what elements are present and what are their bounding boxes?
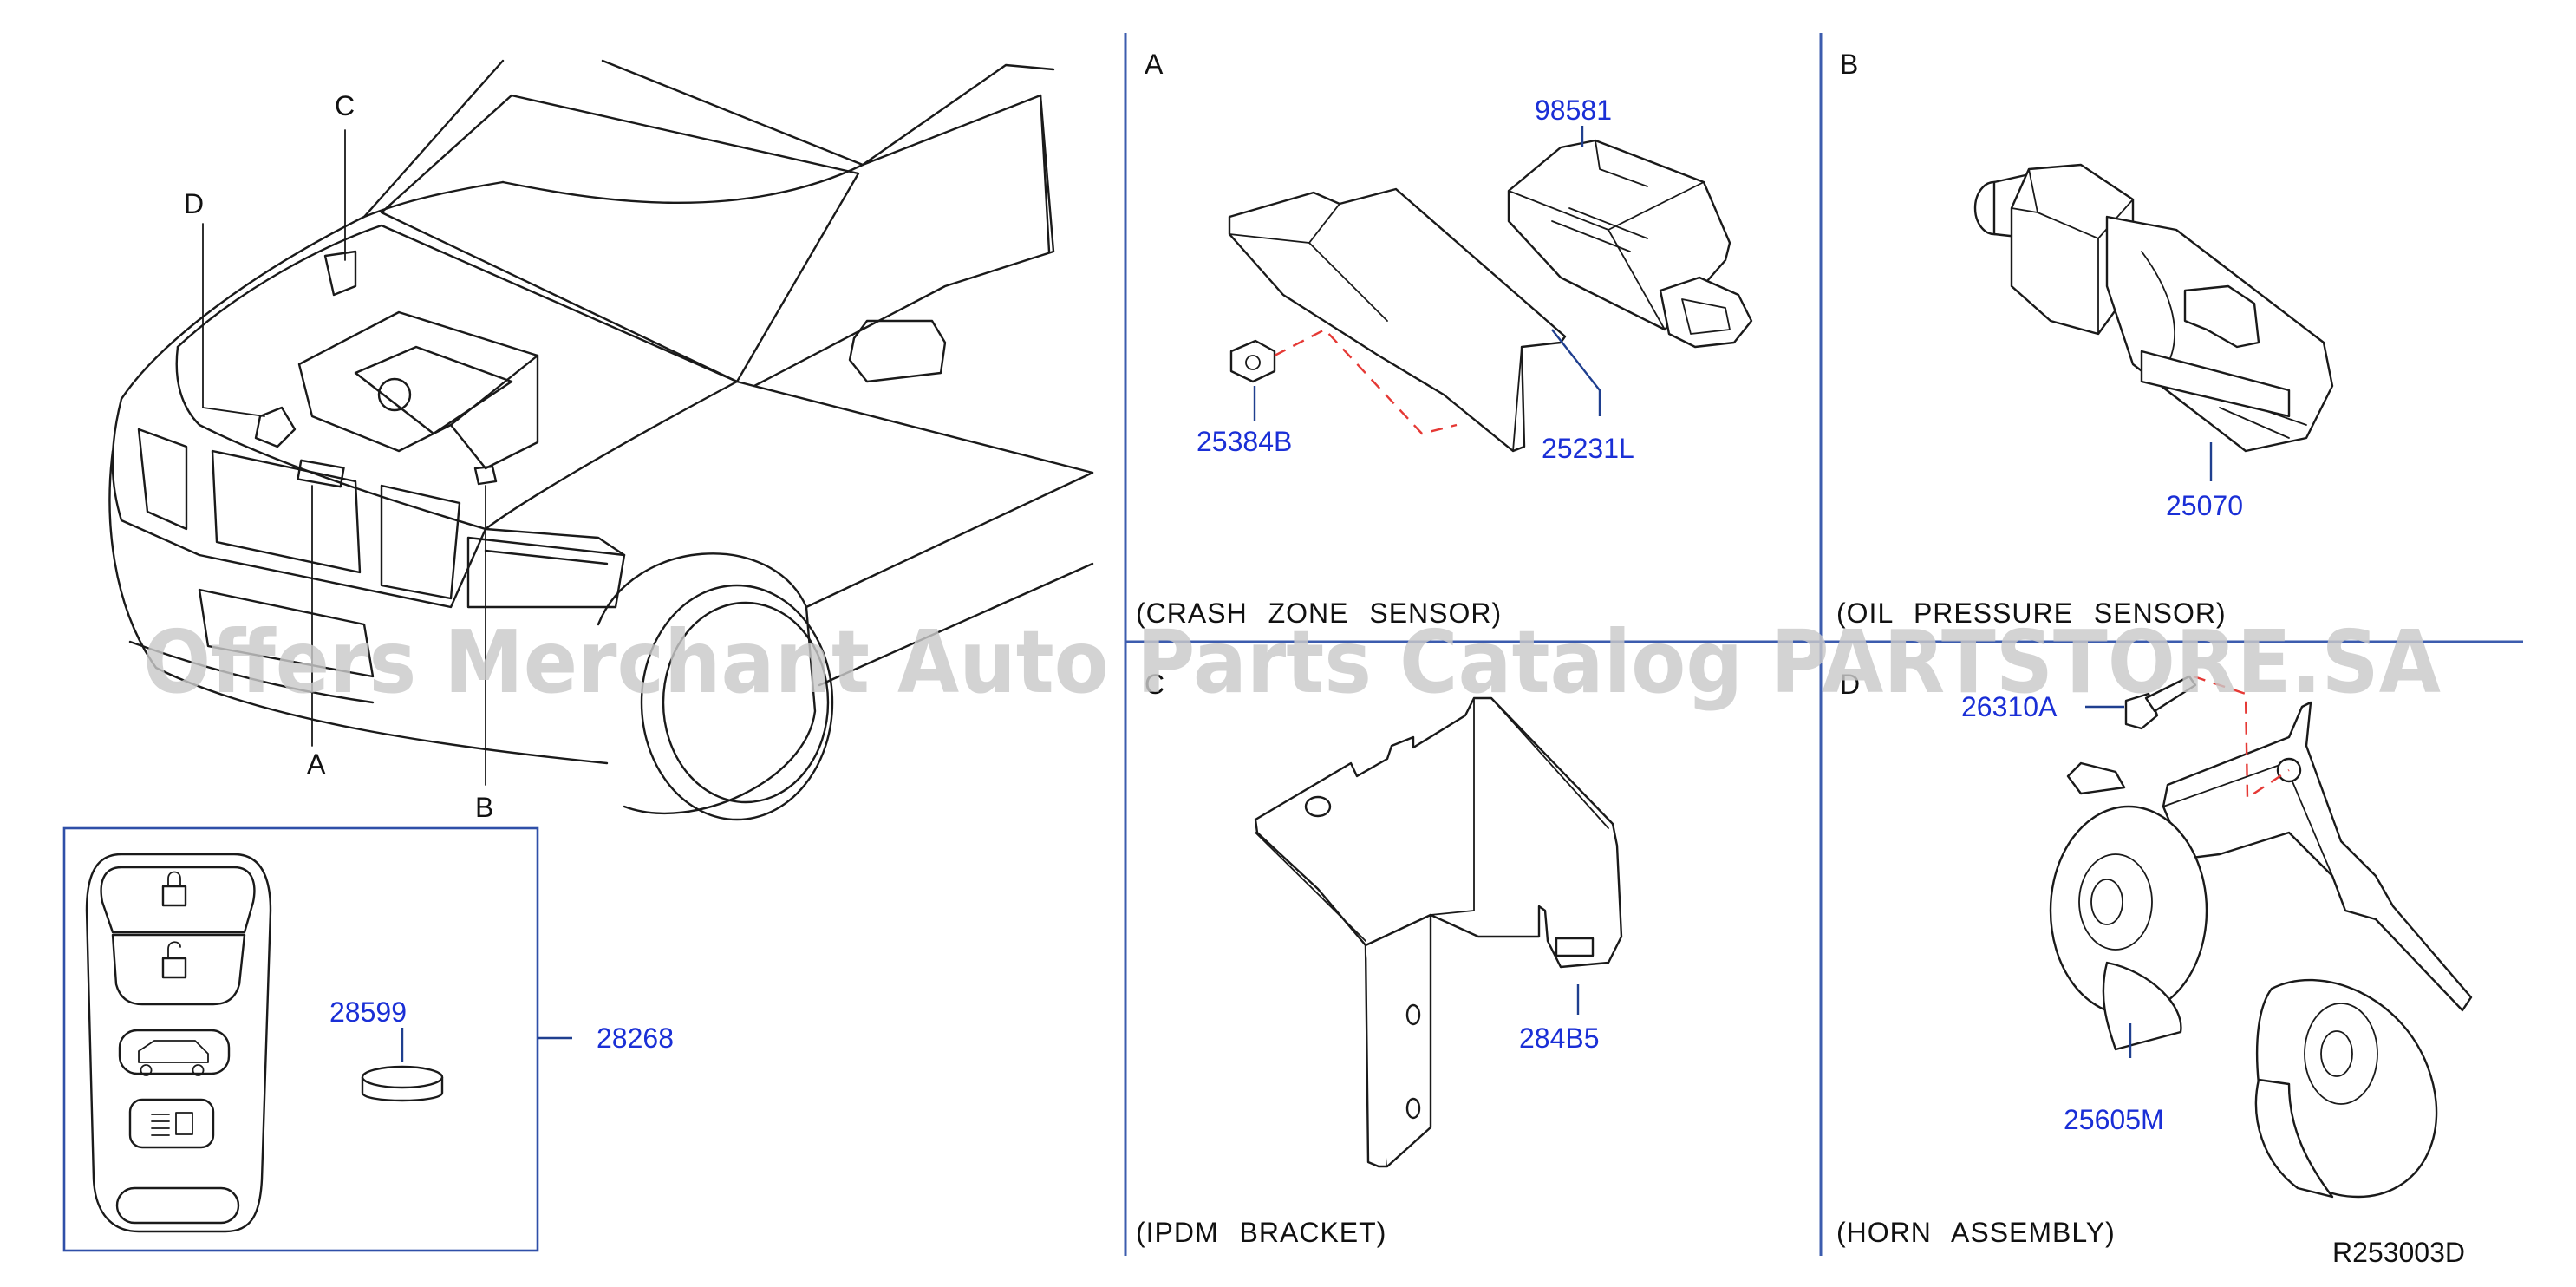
part-number-25605m[interactable]: 25605M xyxy=(2064,1104,2164,1135)
panel-c-letter: C xyxy=(1145,669,1164,700)
panel-dividers xyxy=(1124,33,2523,1256)
crash-zone-sensor-drawing xyxy=(1228,139,1753,453)
bolt xyxy=(2124,675,2197,730)
panel-a-caption: (CRASH ZONE SENSOR) xyxy=(1136,598,1502,629)
panic-light-icon xyxy=(151,1112,193,1136)
part-number-25231l[interactable]: 25231L xyxy=(1542,433,1634,464)
part-number-284b5[interactable]: 284B5 xyxy=(1519,1022,1600,1054)
unlock-icon xyxy=(161,941,187,979)
oil-pressure-sensor-drawing xyxy=(1973,163,2334,453)
hatch-icon xyxy=(138,1040,209,1076)
part-number-28599[interactable]: 28599 xyxy=(329,996,407,1028)
part-number-28268[interactable]: 28268 xyxy=(597,1022,674,1054)
battery-coin-cell xyxy=(361,1065,444,1102)
panel-b-caption: (OIL PRESSURE SENSOR) xyxy=(1836,598,2227,629)
horn-assembly-drawing xyxy=(2049,675,2473,1199)
panel-d-letter: D xyxy=(1840,669,1860,700)
panel-c-caption: (IPDM BRACKET) xyxy=(1136,1217,1386,1248)
ipdm-bracket-drawing xyxy=(1254,696,1623,1168)
part-number-98581[interactable]: 98581 xyxy=(1535,95,1612,126)
part-number-25384b[interactable]: 25384B xyxy=(1197,426,1292,457)
panel-b-letter: B xyxy=(1840,49,1858,80)
lock-icon xyxy=(161,871,187,907)
keyfob-box xyxy=(62,826,572,1252)
locator-label-d: D xyxy=(184,188,204,219)
diagram-id: R253003D xyxy=(2332,1237,2465,1268)
vehicle-drawing xyxy=(108,59,1094,821)
part-number-25070[interactable]: 25070 xyxy=(2166,490,2243,521)
vehicle-leaders xyxy=(202,129,486,786)
panel-d-caption: (HORN ASSEMBLY) xyxy=(1836,1217,2116,1248)
panel-a-letter: A xyxy=(1145,49,1164,80)
locator-label-a: A xyxy=(307,748,326,780)
watermark: Offers Merchant Auto Parts Catalog PARTS… xyxy=(143,611,2441,713)
part-number-26310a[interactable]: 26310A xyxy=(1961,691,2058,722)
locator-label-c: C xyxy=(335,90,355,121)
locator-label-b: B xyxy=(475,792,493,823)
